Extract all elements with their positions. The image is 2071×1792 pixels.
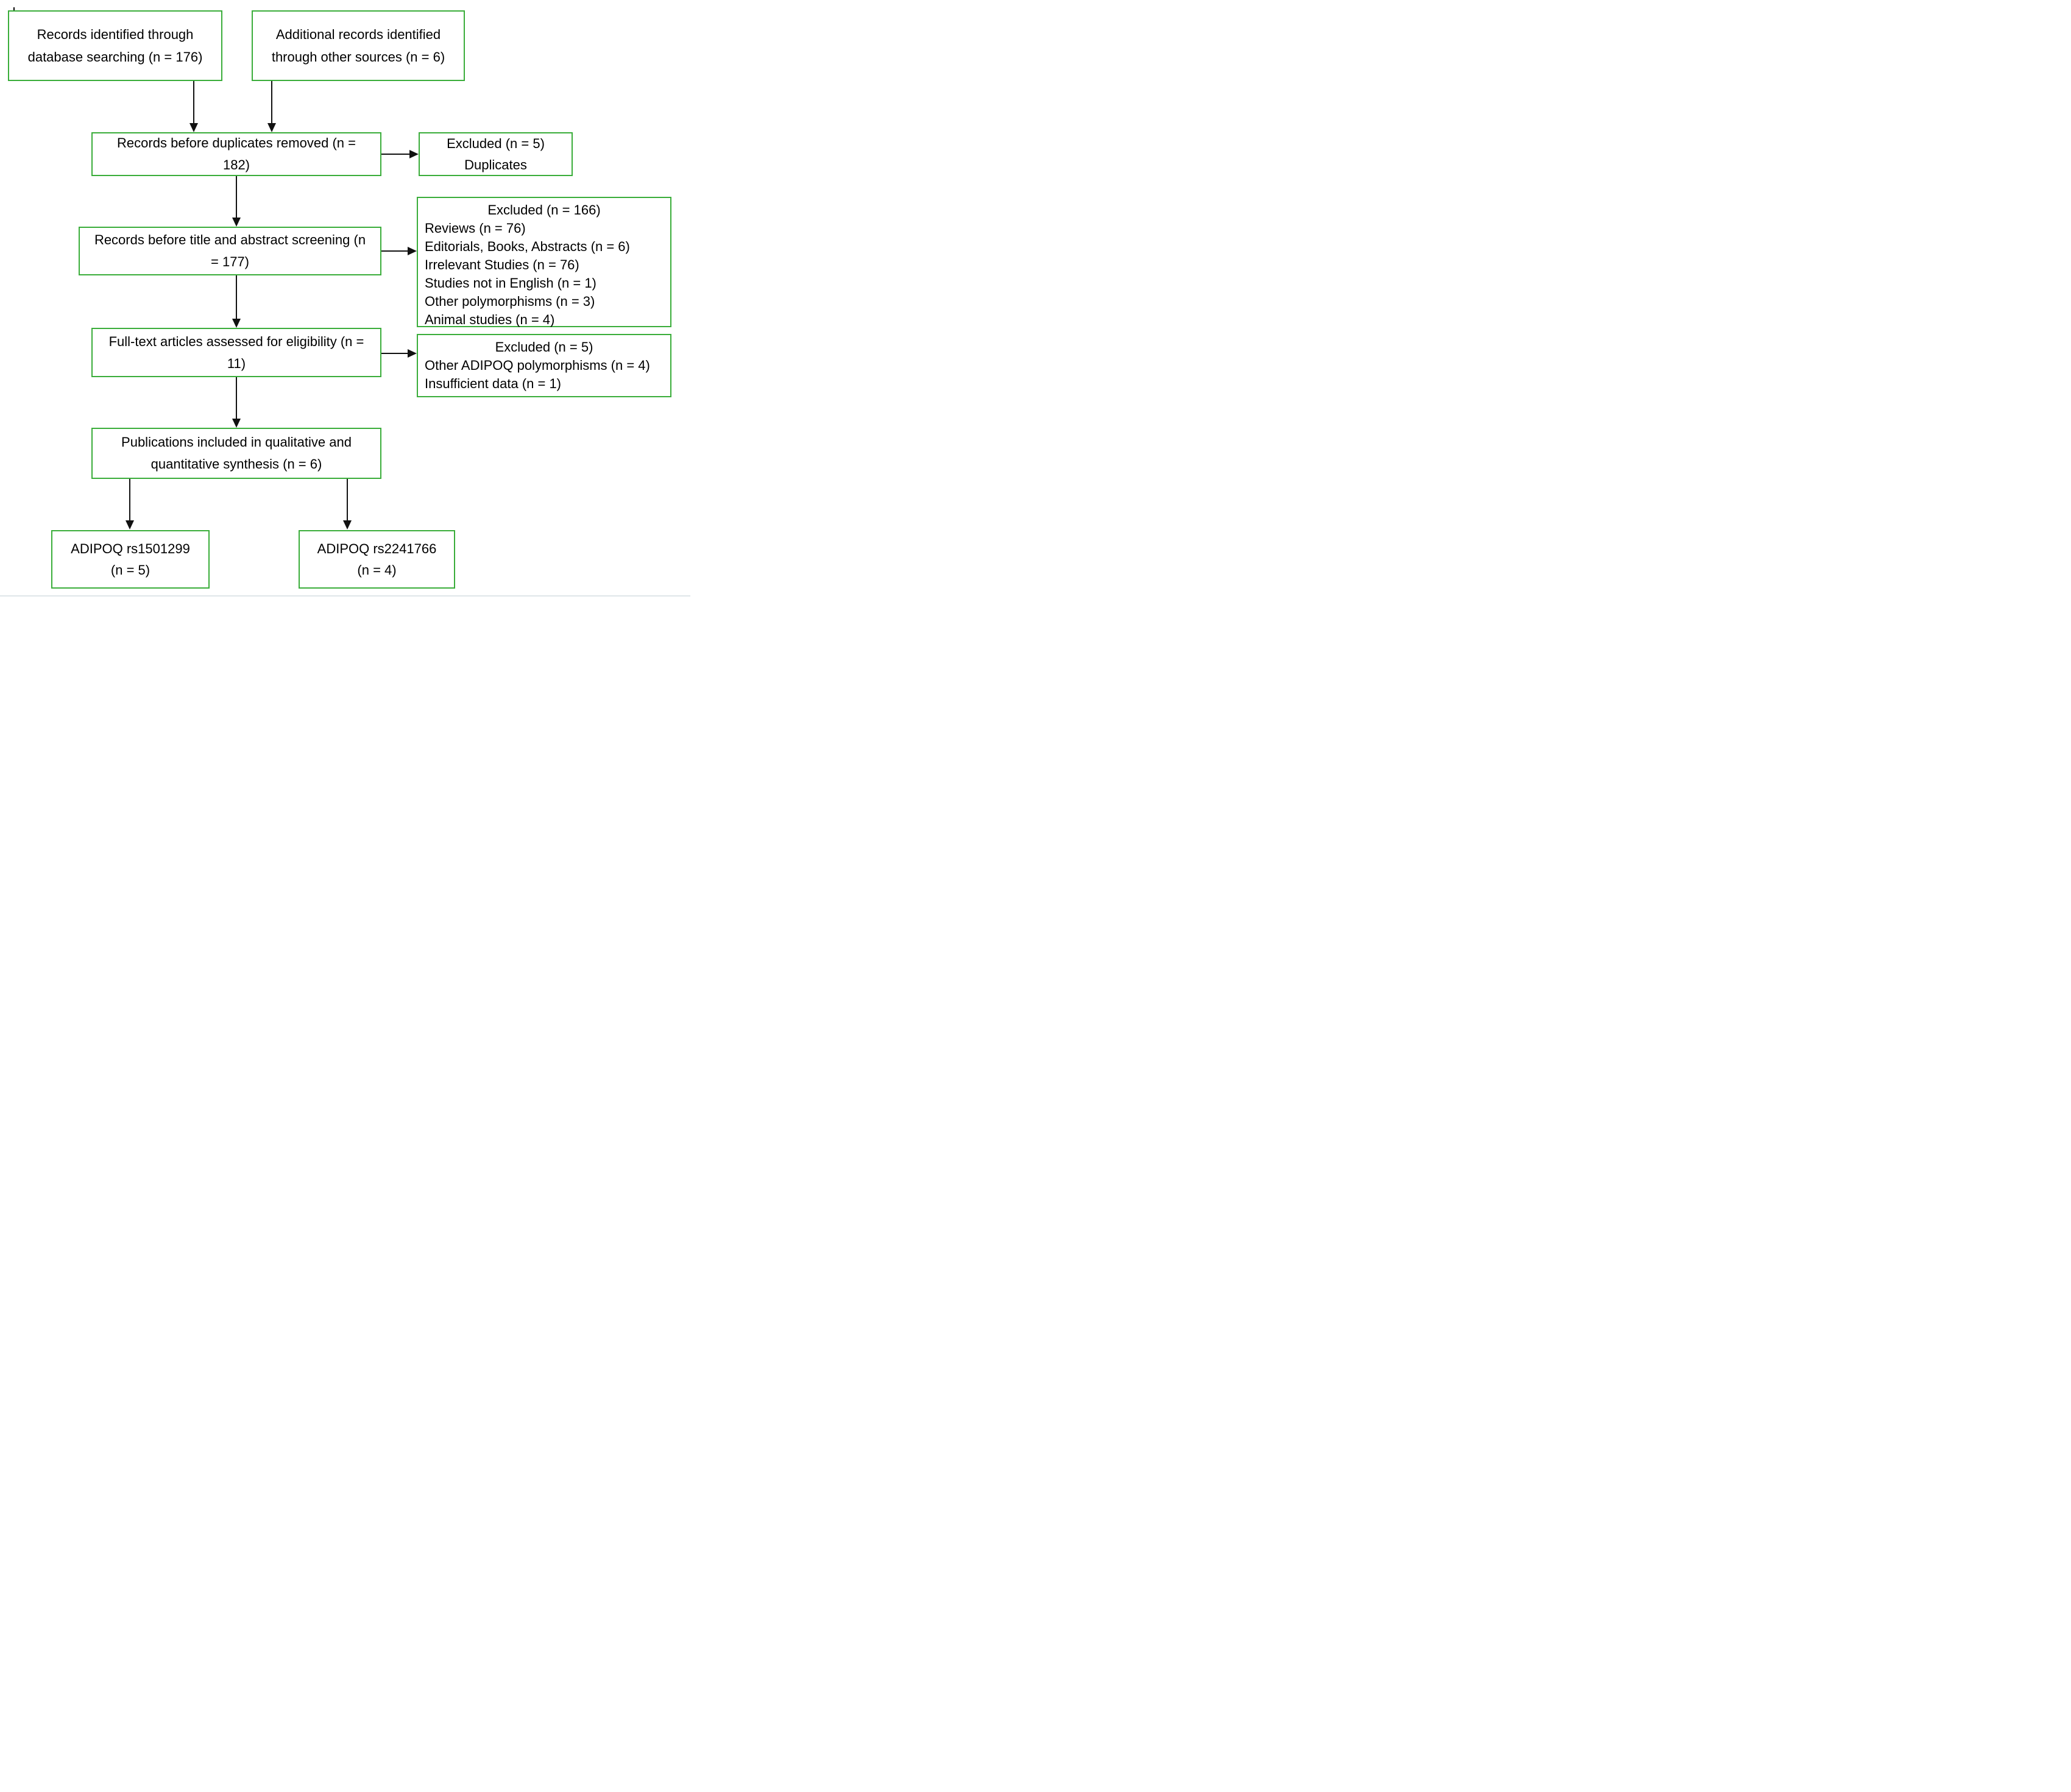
snp-count: (n = 4) bbox=[357, 562, 397, 578]
arrow-line bbox=[235, 275, 238, 319]
arrow-right-icon bbox=[409, 150, 419, 158]
arrow-down-icon bbox=[189, 123, 198, 132]
box-excluded-duplicates: Excluded (n = 5) Duplicates bbox=[419, 132, 573, 176]
arrow-down-icon bbox=[232, 218, 241, 227]
bottom-edge-line bbox=[0, 595, 690, 597]
box-records-identified-database: Records identified through database sear… bbox=[8, 10, 222, 81]
snp-count: (n = 5) bbox=[110, 562, 150, 578]
box-label: Publications included in qualitative and… bbox=[121, 434, 352, 472]
arrow-line bbox=[129, 479, 131, 522]
excluded-item: Studies not in English (n = 1) bbox=[425, 275, 597, 291]
box-adipoq-rs1501299: ADIPOQ rs1501299 (n = 5) bbox=[51, 530, 210, 589]
box-additional-records-other-sources: Additional records identified through ot… bbox=[252, 10, 465, 81]
excluded-item: Other polymorphisms (n = 3) bbox=[425, 294, 595, 310]
arrow-line bbox=[193, 81, 195, 124]
arrow-line bbox=[346, 479, 349, 522]
box-excluded-fulltext: Excluded (n = 5) Other ADIPOQ polymorphi… bbox=[417, 334, 671, 397]
box-label: Additional records identified through ot… bbox=[271, 26, 445, 65]
box-label: Full-text articles assessed for eligibil… bbox=[108, 333, 364, 371]
arrow-line bbox=[381, 352, 409, 355]
excluded-title: Excluded (n = 5) bbox=[495, 339, 593, 355]
excluded-item: Reviews (n = 76) bbox=[425, 221, 526, 236]
arrow-line bbox=[235, 377, 238, 420]
excluded-title: Excluded (n = 166) bbox=[487, 202, 601, 218]
box-label: Records before title and abstract screen… bbox=[94, 232, 366, 269]
arrow-right-icon bbox=[408, 247, 417, 255]
excluded-item: Other ADIPOQ polymorphisms (n = 4) bbox=[425, 358, 650, 374]
box-adipoq-rs2241766: ADIPOQ rs2241766 (n = 4) bbox=[299, 530, 455, 589]
arrow-down-icon bbox=[343, 520, 352, 529]
snp-name: ADIPOQ rs2241766 bbox=[317, 540, 437, 556]
arrow-line bbox=[235, 176, 238, 219]
box-label: Records before duplicates removed (n = 1… bbox=[117, 135, 356, 172]
arrow-down-icon bbox=[267, 123, 276, 132]
prisma-flow-diagram: Records identified through database sear… bbox=[0, 0, 690, 597]
box-publications-included: Publications included in qualitative and… bbox=[91, 428, 381, 479]
arrow-down-icon bbox=[232, 419, 241, 428]
excluded-subtitle: Duplicates bbox=[464, 157, 527, 172]
box-label: Records identified through database sear… bbox=[27, 26, 203, 65]
excluded-item: Irrelevant Studies (n = 76) bbox=[425, 257, 579, 273]
snp-name: ADIPOQ rs1501299 bbox=[71, 540, 190, 556]
box-records-before-title-abstract-screening: Records before title and abstract screen… bbox=[79, 227, 381, 275]
box-fulltext-assessed: Full-text articles assessed for eligibil… bbox=[91, 328, 381, 377]
excluded-item: Editorials, Books, Abstracts (n = 6) bbox=[425, 239, 630, 255]
box-records-before-duplicates-removed: Records before duplicates removed (n = 1… bbox=[91, 132, 381, 176]
arrow-right-icon bbox=[408, 349, 417, 358]
arrow-down-icon bbox=[232, 319, 241, 328]
excluded-title: Excluded (n = 5) bbox=[447, 135, 545, 151]
box-excluded-screening: Excluded (n = 166) Reviews (n = 76) Edit… bbox=[417, 197, 671, 327]
arrow-line bbox=[381, 153, 411, 155]
excluded-item: Animal studies (n = 4) bbox=[425, 312, 555, 328]
arrow-line bbox=[271, 81, 273, 124]
arrow-down-icon bbox=[126, 520, 134, 529]
excluded-item: Insufficient data (n = 1) bbox=[425, 376, 562, 392]
arrow-line bbox=[381, 250, 409, 252]
